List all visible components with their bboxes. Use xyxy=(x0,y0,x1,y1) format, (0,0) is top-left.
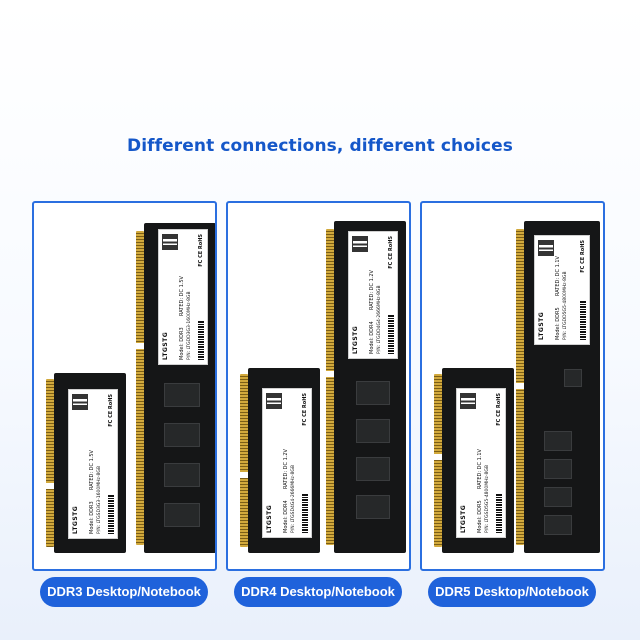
qr-code-icon xyxy=(266,393,282,409)
ddr5-panel: LTGSTG Model: DDR5 RATED: DC 1.1V P/N: L… xyxy=(420,201,605,571)
barcode-icon xyxy=(580,300,586,340)
ddr3-desktop-notch xyxy=(136,343,144,349)
ddr3-notebook-notch xyxy=(46,483,54,489)
barcode-icon xyxy=(496,493,502,533)
ddr3-desktop-label: LTGSTG Model: DDR3 RATED: DC 1.5V P/N: L… xyxy=(158,229,208,365)
brand-logo: LTGSTG xyxy=(460,504,467,533)
memory-chip xyxy=(356,381,390,405)
ddr4-caption-button[interactable]: DDR4 Desktop/Notebook xyxy=(234,577,402,607)
headline: Different connections, different choices xyxy=(127,136,513,156)
memory-chip xyxy=(544,459,572,479)
ddr4-notebook-notch xyxy=(240,472,248,478)
ddr4-notebook-module: LTGSTG Model: DDR4 RATED: DC 1.2V P/N: L… xyxy=(240,368,320,553)
memory-chip xyxy=(356,419,390,443)
rated-text: RATED: DC 1.2V xyxy=(283,449,289,489)
brand-logo: LTGSTG xyxy=(266,504,273,533)
barcode-icon xyxy=(198,320,204,360)
certification-marks: FC CE RoHS xyxy=(388,236,394,269)
model-text: Model: DDR5 xyxy=(477,500,483,533)
memory-chip xyxy=(164,463,200,487)
rated-text: RATED: DC 1.5V xyxy=(179,276,185,316)
qr-code-icon xyxy=(460,393,476,409)
ddr3-desktop-module: LTGSTG Model: DDR3 RATED: DC 1.5V P/N: L… xyxy=(136,223,215,553)
ddr5-notebook-label: LTGSTG Model: DDR5 RATED: DC 1.1V P/N: L… xyxy=(456,388,506,538)
ddr5-caption-button[interactable]: DDR5 Desktop/Notebook xyxy=(428,577,596,607)
certification-marks: FC CE RoHS xyxy=(108,394,114,427)
memory-chip xyxy=(356,457,390,481)
brand-logo: LTGSTG xyxy=(72,505,79,534)
ddr3-desktop-gold-pins xyxy=(136,231,144,545)
memory-chip xyxy=(356,495,390,519)
ddr4-desktop-module: LTGSTG Model: DDR4 RATED: DC 1.2V P/N: L… xyxy=(326,221,406,553)
ddr4-desktop-label: LTGSTG Model: DDR4 RATED: DC 1.2V P/N: L… xyxy=(348,231,398,359)
ddr3-notebook-module: LTGSTG Model: DDR3 RATED: DC 1.5V P/N: L… xyxy=(46,373,126,553)
model-text: Model: DDR3 xyxy=(89,501,95,534)
rated-text: RATED: DC 1.1V xyxy=(555,256,561,296)
part-number-text: P/N: LTGDD4G4-2666MHz-8GB xyxy=(377,285,382,354)
part-number-text: P/N: LTGSD3G3-1600MHz-8GB xyxy=(97,466,102,534)
barcode-icon xyxy=(388,314,394,354)
certification-marks: FC CE RoHS xyxy=(496,393,502,426)
part-number-text: P/N: LTGDD5G5-4800MHz-8GB xyxy=(563,271,568,340)
qr-code-icon xyxy=(162,234,178,250)
model-text: Model: DDR4 xyxy=(283,500,289,533)
ddr4-panel: LTGSTG Model: DDR4 RATED: DC 1.2V P/N: L… xyxy=(226,201,411,571)
rated-text: RATED: DC 1.2V xyxy=(369,270,375,310)
brand-logo: LTGSTG xyxy=(162,331,169,360)
memory-chip xyxy=(544,487,572,507)
memory-chip xyxy=(544,431,572,451)
ddr5-desktop-label: LTGSTG Model: DDR5 RATED: DC 1.1V P/N: L… xyxy=(534,235,590,345)
certification-marks: FC CE RoHS xyxy=(302,393,308,426)
ddr4-desktop-gold-pins xyxy=(326,229,334,545)
barcode-icon xyxy=(302,493,308,533)
pmic-chip xyxy=(564,369,582,387)
ddr5-notebook-gold-pins xyxy=(434,374,442,547)
ddr4-notebook-gold-pins xyxy=(240,374,248,547)
ddr3-panel: LTGSTG Model: DDR3 RATED: DC 1.5V P/N: L… xyxy=(32,201,217,571)
memory-chip xyxy=(164,503,200,527)
ddr5-desktop-notch xyxy=(516,383,524,389)
certification-marks: FC CE RoHS xyxy=(198,234,204,267)
ddr5-notebook-module: LTGSTG Model: DDR5 RATED: DC 1.1V P/N: L… xyxy=(434,368,514,553)
ddr5-notebook-notch xyxy=(434,454,442,460)
rated-text: RATED: DC 1.1V xyxy=(477,449,483,489)
ddr4-notebook-label: LTGSTG Model: DDR4 RATED: DC 1.2V P/N: L… xyxy=(262,388,312,538)
ddr3-caption-button[interactable]: DDR3 Desktop/Notebook xyxy=(40,577,208,607)
rated-text: RATED: DC 1.5V xyxy=(89,450,95,490)
part-number-text: P/N: LTGSD5G5-4800MHz-8GB xyxy=(485,465,490,533)
qr-code-icon xyxy=(352,236,368,252)
model-text: Model: DDR3 xyxy=(179,327,185,360)
ddr5-desktop-module: LTGSTG Model: DDR5 RATED: DC 1.1V P/N: L… xyxy=(516,221,600,553)
qr-code-icon xyxy=(72,394,88,410)
memory-chip xyxy=(164,383,200,407)
memory-chip xyxy=(164,423,200,447)
ddr4-desktop-notch xyxy=(326,371,334,377)
certification-marks: FC CE RoHS xyxy=(580,240,586,273)
memory-chip xyxy=(544,515,572,535)
model-text: Model: DDR5 xyxy=(555,307,561,340)
barcode-icon xyxy=(108,494,114,534)
ddr3-notebook-gold-pins xyxy=(46,379,54,547)
part-number-text: P/N: LTGSD4G4-2666MHz-8GB xyxy=(291,465,296,533)
brand-logo: LTGSTG xyxy=(538,311,545,340)
qr-code-icon xyxy=(538,240,554,256)
model-text: Model: DDR4 xyxy=(369,321,375,354)
part-number-text: P/N: LTGDD3G3-1600MHz-8GB xyxy=(187,291,192,360)
ddr3-notebook-label: LTGSTG Model: DDR3 RATED: DC 1.5V P/N: L… xyxy=(68,389,118,539)
brand-logo: LTGSTG xyxy=(352,325,359,354)
